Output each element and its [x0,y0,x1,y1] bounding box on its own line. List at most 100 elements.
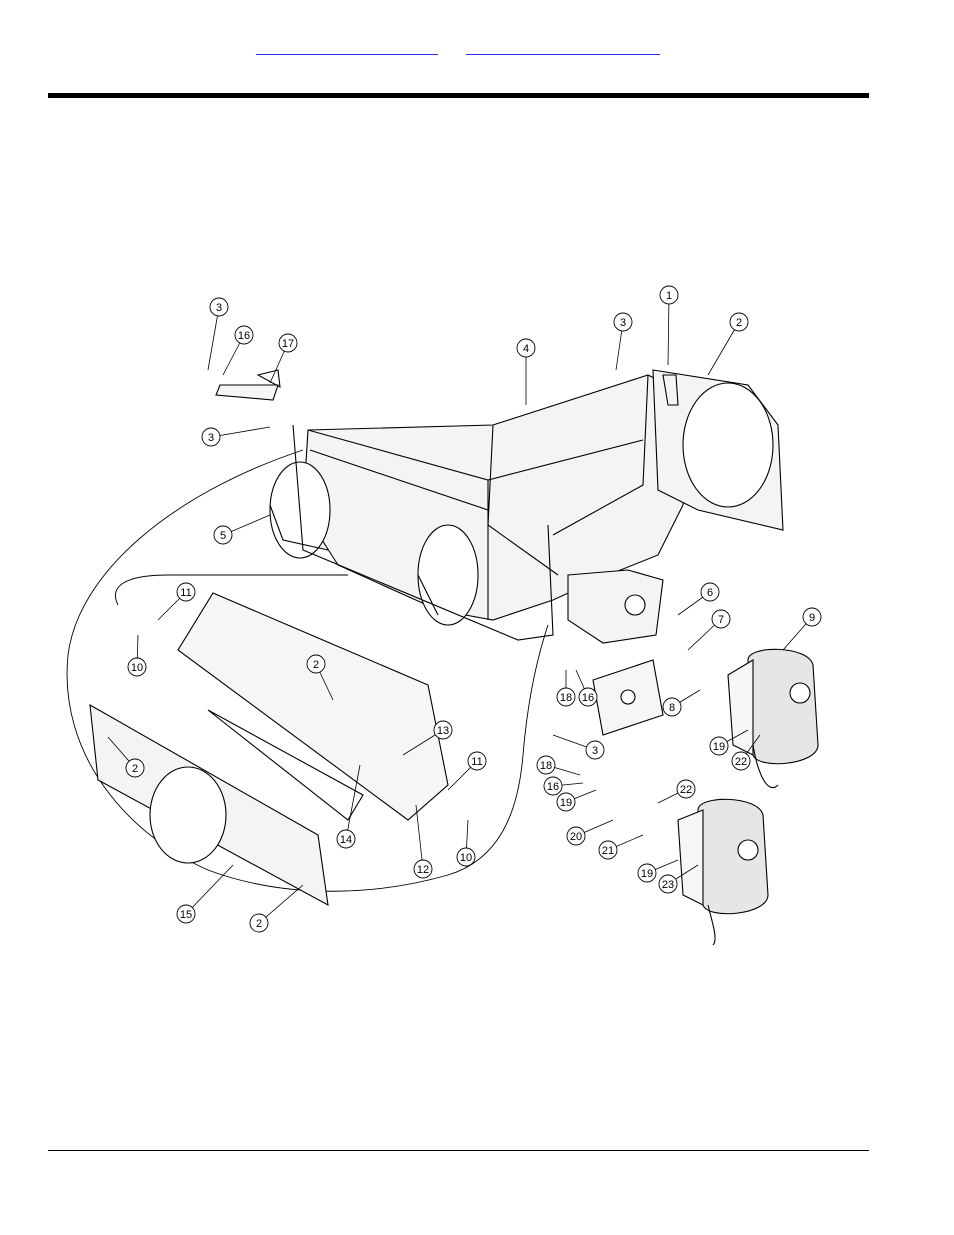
callout-number: 1 [666,290,672,302]
callout-20: 20 [566,819,614,846]
leader-line [185,864,234,915]
callout-11b: 11 [447,751,487,791]
callout-circle [413,859,433,879]
callout-18b: 18 [536,755,581,776]
callout-circle [306,654,326,674]
callout-circle [467,751,487,771]
callout-circle [536,755,556,775]
callout-number: 3 [620,317,626,329]
callout-2d: 2 [249,884,304,933]
callout-15: 15 [176,864,234,924]
callout-number: 12 [417,864,429,876]
callout-number: 3 [208,432,214,444]
callout-number: 18 [540,760,552,772]
callout-circle [637,863,657,883]
leader-line [258,884,304,924]
callout-19c: 19 [637,859,679,883]
callout-18a: 18 [556,670,576,707]
callout-circle [176,904,196,924]
callout-number: 2 [313,659,319,671]
callout-circle [209,297,229,317]
callout-circle [613,312,633,332]
callout-number: 19 [560,797,572,809]
callout-2c: 2 [107,736,145,778]
header-link-left[interactable] [256,40,438,55]
callout-number: 20 [570,831,582,843]
callout-number: 23 [662,879,674,891]
callout-1: 1 [659,285,679,366]
callout-number: 2 [256,918,262,930]
callout-circle [556,792,576,812]
callout-14: 14 [336,764,361,849]
callout-circle [433,720,453,740]
leader-line [207,306,220,371]
callout-16b: 16 [575,669,598,707]
callout-circle [566,826,586,846]
callout-number: 6 [707,587,713,599]
leader-line [210,426,271,438]
callout-circle [516,338,536,358]
callout-circle [176,582,196,602]
callout-number: 3 [216,302,222,314]
callout-13: 13 [402,720,453,756]
callout-19b: 19 [556,789,597,812]
callout-3b: 3 [201,426,271,447]
leader-line [345,764,361,840]
callout-circle [278,333,298,353]
callout-12: 12 [413,804,433,879]
callout-3a: 3 [207,297,229,371]
callout-number: 13 [437,725,449,737]
header-link-right[interactable] [466,40,660,55]
callout-number: 7 [718,614,724,626]
callout-circle [336,829,356,849]
callout-23: 23 [658,864,699,894]
callout-number: 5 [220,530,226,542]
callout-circle [711,609,731,629]
callout-circle [234,325,254,345]
callout-circle [729,312,749,332]
callout-number: 16 [238,330,250,342]
header-rule [48,93,869,98]
callout-circle [127,657,147,677]
callout-5: 5 [213,514,271,545]
callout-2a: 2 [707,312,749,376]
callout-circle [659,285,679,305]
callout-circle [658,874,678,894]
callout-number: 9 [809,612,815,624]
callout-3d: 3 [552,734,605,760]
callout-circle [201,427,221,447]
callout-16a: 16 [222,325,254,376]
callout-circle [700,582,720,602]
callout-circle [456,847,476,867]
callout-number: 19 [713,741,725,753]
callout-number: 3 [592,745,598,757]
callout-4: 4 [516,338,536,405]
callout-11a: 11 [157,582,196,621]
callout-number: 2 [736,317,742,329]
callout-number: 15 [180,909,192,921]
callout-circle [556,687,576,707]
callout-22b: 22 [657,779,696,804]
callout-number: 18 [560,692,572,704]
callout-number: 2 [132,763,138,775]
callout-number: 22 [680,784,692,796]
callout-number: 10 [460,852,472,864]
callout-circle [662,697,682,717]
callout-21: 21 [598,834,644,860]
callout-22a: 22 [731,734,761,771]
callout-circle [213,525,233,545]
callout-number: 4 [523,343,529,355]
callout-circle [578,687,598,707]
leader-line [415,804,424,870]
callout-number: 17 [282,338,294,350]
callout-19a: 19 [709,729,749,756]
leader-line [707,321,740,376]
callout-number: 14 [340,834,352,846]
callout-circle [676,779,696,799]
callout-circle [802,607,822,627]
callout-circle [731,751,751,771]
diagram-linework [66,369,819,945]
callout-9: 9 [782,607,822,651]
